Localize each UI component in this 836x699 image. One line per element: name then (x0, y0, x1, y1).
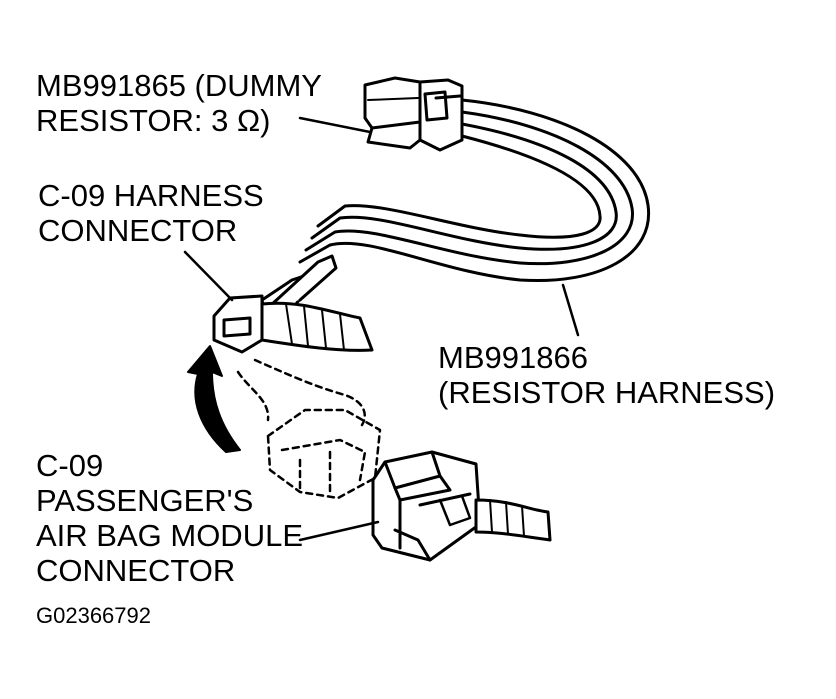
dummy-resistor-label: MB991865 (DUMMY RESISTOR: 3 Ω) (36, 68, 322, 138)
module-connector-label-line2: PASSENGER'S (36, 483, 254, 518)
harness-connector-label-line1: C-09 HARNESS (38, 178, 264, 213)
dummy-resistor-connector-icon (298, 76, 464, 152)
module-connector-label-line1: C-09 (36, 448, 104, 483)
resistor-harness-label-line2: (RESISTOR HARNESS) (438, 375, 776, 410)
resistor-harness-label: MB991866 (RESISTOR HARNESS) (438, 340, 775, 410)
resistor-harness-label-line1: MB991866 (438, 340, 588, 375)
figure-id: G02366792 (36, 603, 151, 628)
harness-connector-label-line2: CONNECTOR (38, 213, 238, 248)
harness-connector-icon (183, 250, 374, 354)
module-connector-icon (298, 450, 552, 562)
dummy-resistor-label-line1: MB991865 (DUMMY (36, 68, 322, 103)
resistor-harness-wires (298, 98, 651, 337)
module-connector-label: C-09 PASSENGER'S AIR BAG MODULE CONNECTO… (36, 448, 303, 588)
harness-connector-label: C-09 HARNESS CONNECTOR (38, 178, 264, 248)
dummy-resistor-label-line2: RESISTOR: 3 Ω) (36, 103, 271, 138)
module-connector-label-line4: CONNECTOR (36, 553, 236, 588)
insertion-arrow-icon (187, 345, 241, 453)
ghost-connector (236, 358, 382, 500)
module-connector-label-line3: AIR BAG MODULE (36, 518, 303, 553)
